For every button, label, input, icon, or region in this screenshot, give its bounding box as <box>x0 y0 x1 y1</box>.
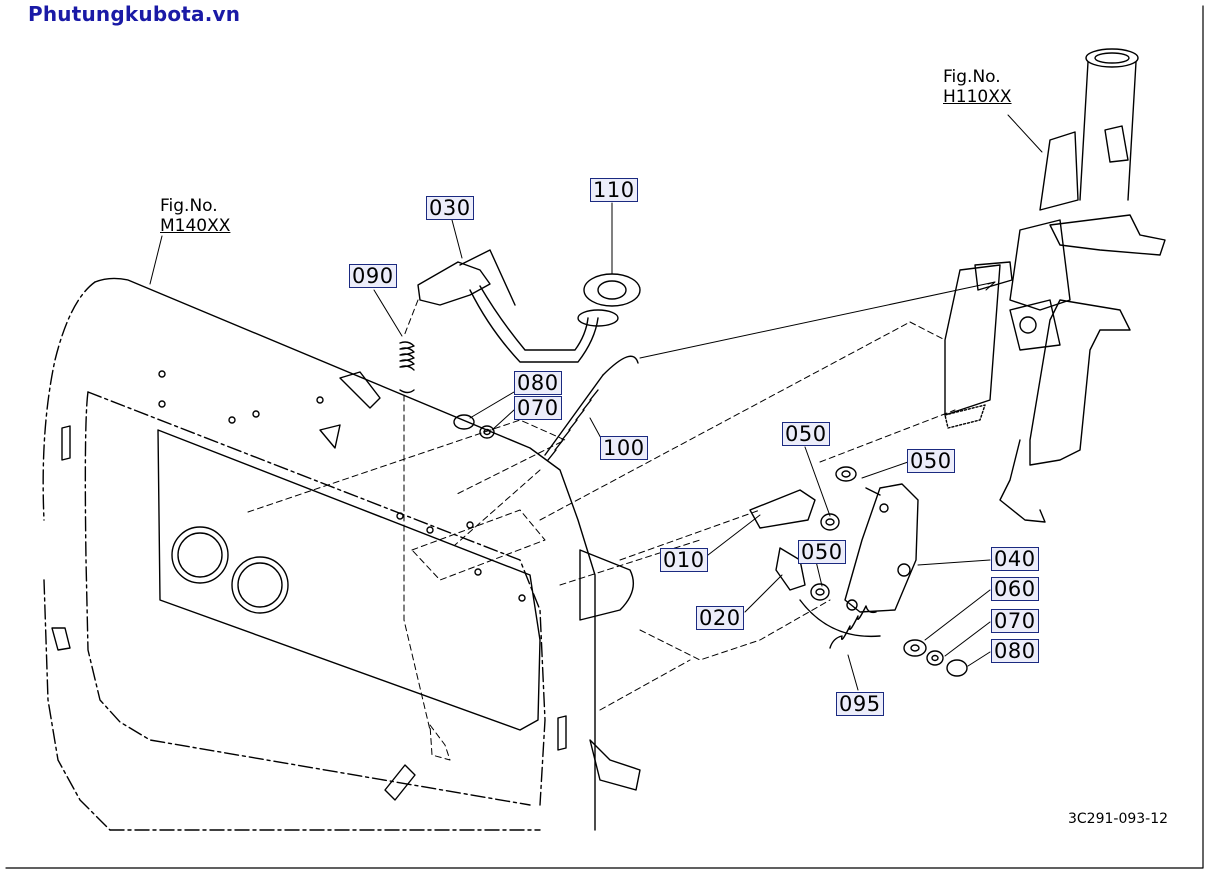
fig-ref-m140xx: Fig.No. M140XX <box>160 196 230 236</box>
hardware <box>453 414 968 677</box>
drawing-frame <box>5 5 1204 869</box>
callout-110[interactable]: 110 <box>590 178 638 202</box>
callout-050[interactable]: 050 <box>798 540 846 564</box>
callout-040[interactable]: 040 <box>991 547 1039 571</box>
callout-050[interactable]: 050 <box>907 449 955 473</box>
fig-ref-label: Fig.No. <box>943 67 1001 87</box>
fig-ref-number: M140XX <box>160 216 231 236</box>
callout-070[interactable]: 070 <box>991 609 1039 633</box>
callout-020[interactable]: 020 <box>696 606 744 630</box>
callout-010[interactable]: 010 <box>660 548 708 572</box>
assembly-guides <box>247 299 956 761</box>
linkage-plate <box>749 483 919 638</box>
callout-080[interactable]: 080 <box>991 639 1039 663</box>
springs <box>399 341 877 649</box>
drawing-number: 3C291-093-12 <box>1068 811 1169 827</box>
fig-ref-h110xx: Fig.No. H110XX <box>943 67 1012 107</box>
callout-095[interactable]: 095 <box>836 692 884 716</box>
steering-column <box>944 48 1166 523</box>
callout-070[interactable]: 070 <box>514 396 562 420</box>
leader-lines <box>149 114 1043 691</box>
callout-080[interactable]: 080 <box>514 371 562 395</box>
callout-100[interactable]: 100 <box>600 436 648 460</box>
pedal-assembly <box>417 249 641 363</box>
callout-050[interactable]: 050 <box>782 422 830 446</box>
callout-090[interactable]: 090 <box>349 264 397 288</box>
site-watermark: Phutungkubota.vn <box>28 2 241 26</box>
fig-ref-label: Fig.No. <box>160 196 218 216</box>
fig-ref-number: H110XX <box>943 87 1012 107</box>
callout-060[interactable]: 060 <box>991 577 1039 601</box>
callout-030[interactable]: 030 <box>426 196 474 220</box>
dash-panel <box>42 277 641 831</box>
